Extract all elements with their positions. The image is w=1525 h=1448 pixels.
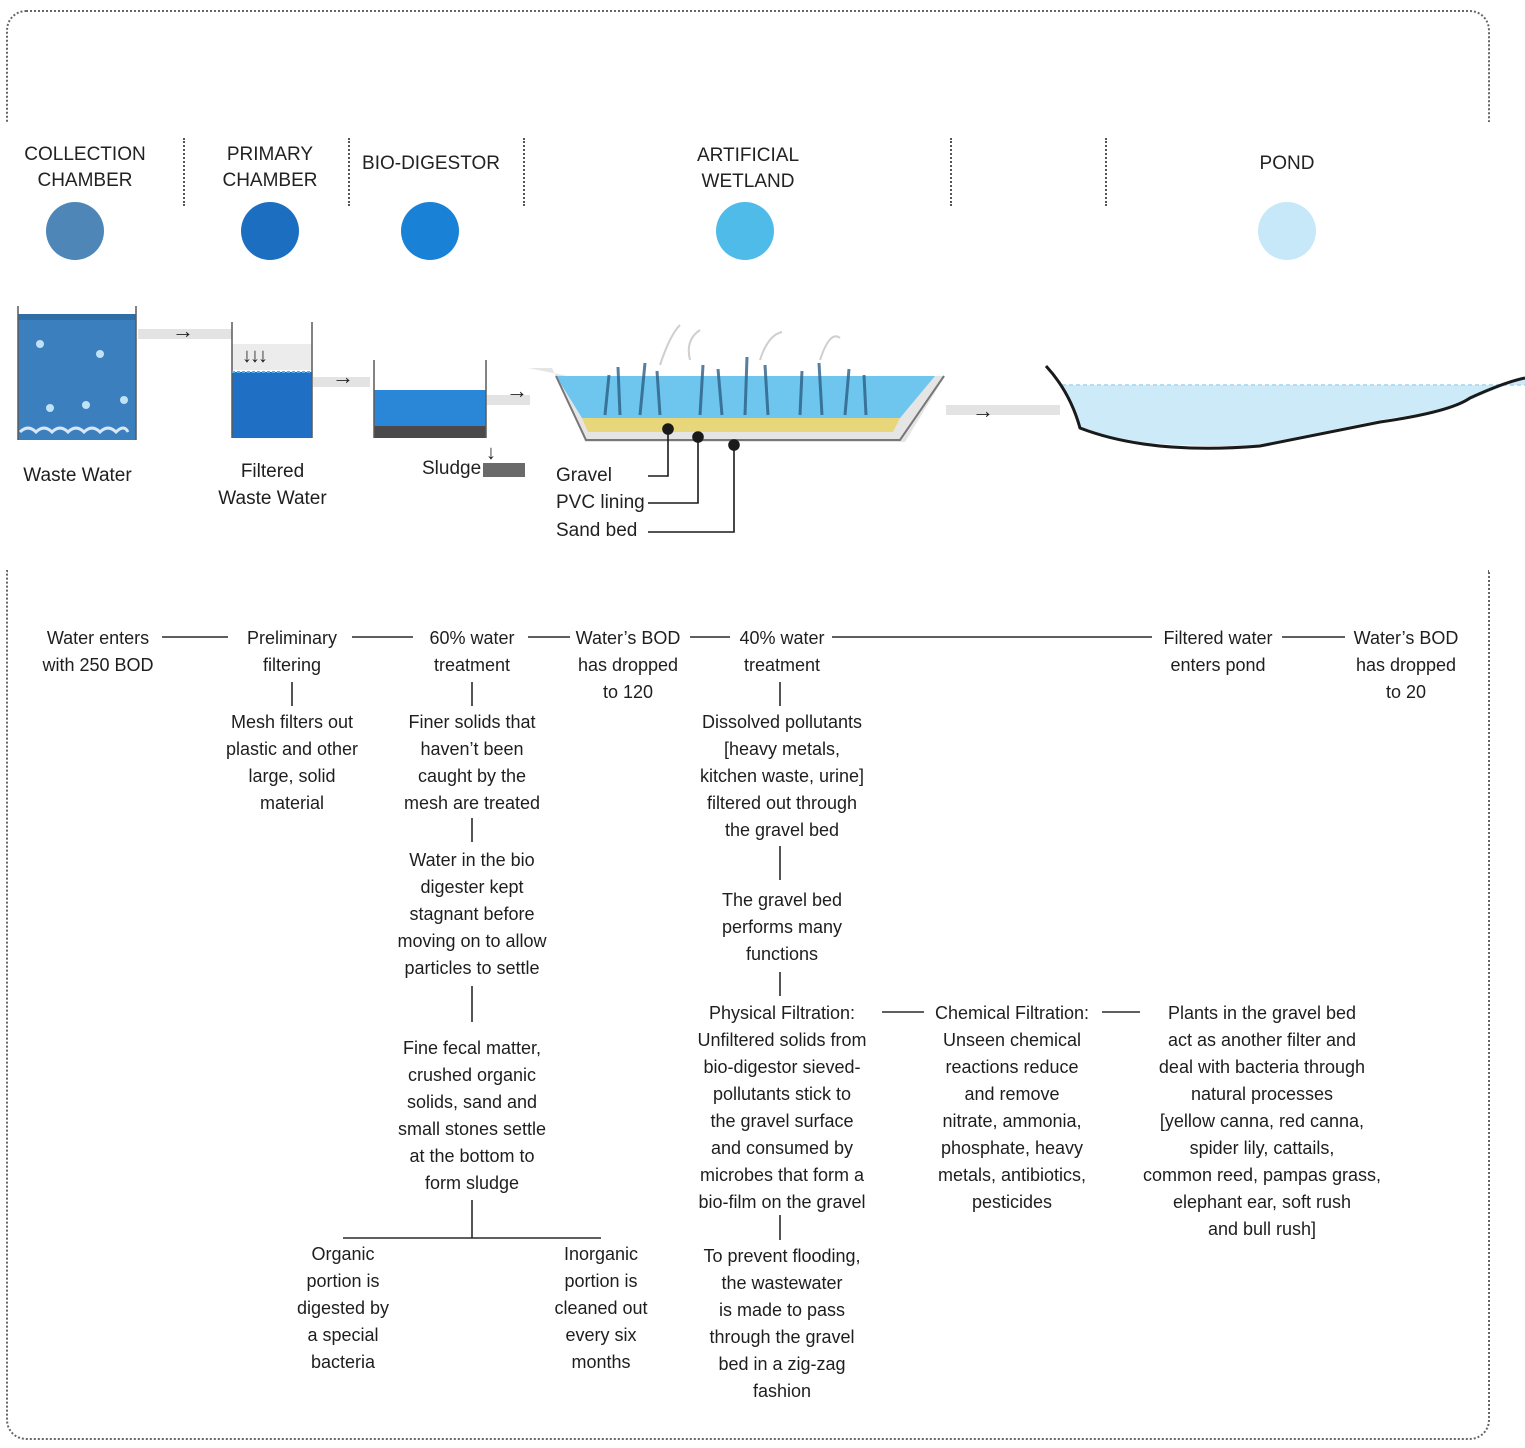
wetland-basin xyxy=(528,324,1060,442)
treatment-40-node: 40% water treatment xyxy=(739,628,825,675)
stage-separator xyxy=(183,138,185,206)
diagram-frame-top xyxy=(6,10,1490,122)
stage-separator xyxy=(1105,138,1107,206)
physical-filtration-node: Physical Filtration: Unfiltered solids f… xyxy=(697,1003,867,1212)
primary-tank xyxy=(231,322,370,438)
flow-arrow-icon: → xyxy=(172,318,194,343)
preliminary-filtering-node: Preliminary filtering xyxy=(246,628,338,675)
inorganic-portion-node: Inorganic portion is cleaned out every s… xyxy=(554,1244,648,1372)
flow-arrow-icon: → xyxy=(972,398,994,423)
flow-arrow-icon: → xyxy=(506,378,528,403)
stage-separator xyxy=(950,138,952,206)
stage-circle-pond xyxy=(1258,202,1316,260)
finer-solids-node: Finer solids that haven’t been caught by… xyxy=(403,712,541,813)
fecal-matter-node: Fine fecal matter, crushed organic solid… xyxy=(397,1038,547,1193)
sand-bed-label: Sand bed xyxy=(556,520,638,541)
treatment-60-node: 60% water treatment xyxy=(429,628,515,675)
bod-120-node: Water’s BOD has dropped to 120 xyxy=(575,628,681,702)
sludge-label: Sludge xyxy=(422,458,482,479)
stage-title-wetland: ARTIFICIAL WETLAND xyxy=(696,145,800,192)
filtered-waste-water-label: Filtered Waste Water xyxy=(218,461,327,509)
bod-20-node: Water’s BOD has dropped to 20 xyxy=(1353,628,1459,702)
stage-circle-biodigestor xyxy=(401,202,459,260)
waste-water-label: Waste Water xyxy=(23,465,132,486)
stage-circle-wetland xyxy=(716,202,774,260)
biodigestor-tank xyxy=(373,360,530,477)
organic-portion-node: Organic portion is digested by a special… xyxy=(296,1244,390,1372)
stage-separator xyxy=(523,138,525,206)
gravel-label: Gravel xyxy=(556,465,612,486)
pond xyxy=(1044,364,1525,450)
flood-prevention-node: To prevent flooding, the wastewater is m… xyxy=(703,1246,861,1401)
water-enters-node: Water enters with 250 BOD xyxy=(42,628,154,675)
dissolved-pollutants-node: Dissolved pollutants [heavy metals, kitc… xyxy=(699,712,865,840)
pvc-lining-label: PVC lining xyxy=(556,492,645,513)
stagnant-water-node: Water in the bio digester kept stagnant … xyxy=(397,850,547,978)
sludge-down-arrow-icon: ↓ xyxy=(486,442,496,464)
stage-title-biodigestor: BIO-DIGESTOR xyxy=(362,153,500,174)
stage-title-pond: POND xyxy=(1259,153,1315,174)
stage-separator xyxy=(348,138,350,206)
flow-connectors xyxy=(162,636,1345,1240)
stage-circle-collection xyxy=(46,202,104,260)
plants-filter-node: Plants in the gravel bed act as another … xyxy=(1142,1003,1382,1239)
diagram-frame-bottom xyxy=(6,570,1490,1440)
stage-title-collection: COLLECTION CHAMBER xyxy=(24,144,146,191)
flow-arrow-icon: → xyxy=(332,364,354,389)
mesh-filter-node: Mesh filters out plastic and other large… xyxy=(225,712,359,813)
stage-title-primary: PRIMARY CHAMBER xyxy=(222,144,318,191)
collection-tank xyxy=(17,306,232,440)
filter-down-arrows-icon: ↓↓↓ xyxy=(242,345,268,367)
enters-pond-node: Filtered water enters pond xyxy=(1163,628,1273,675)
stage-circle-primary xyxy=(241,202,299,260)
chemical-filtration-node: Chemical Filtration: Unseen chemical rea… xyxy=(934,1003,1090,1212)
gravel-functions-node: The gravel bed performs many functions xyxy=(721,890,843,964)
